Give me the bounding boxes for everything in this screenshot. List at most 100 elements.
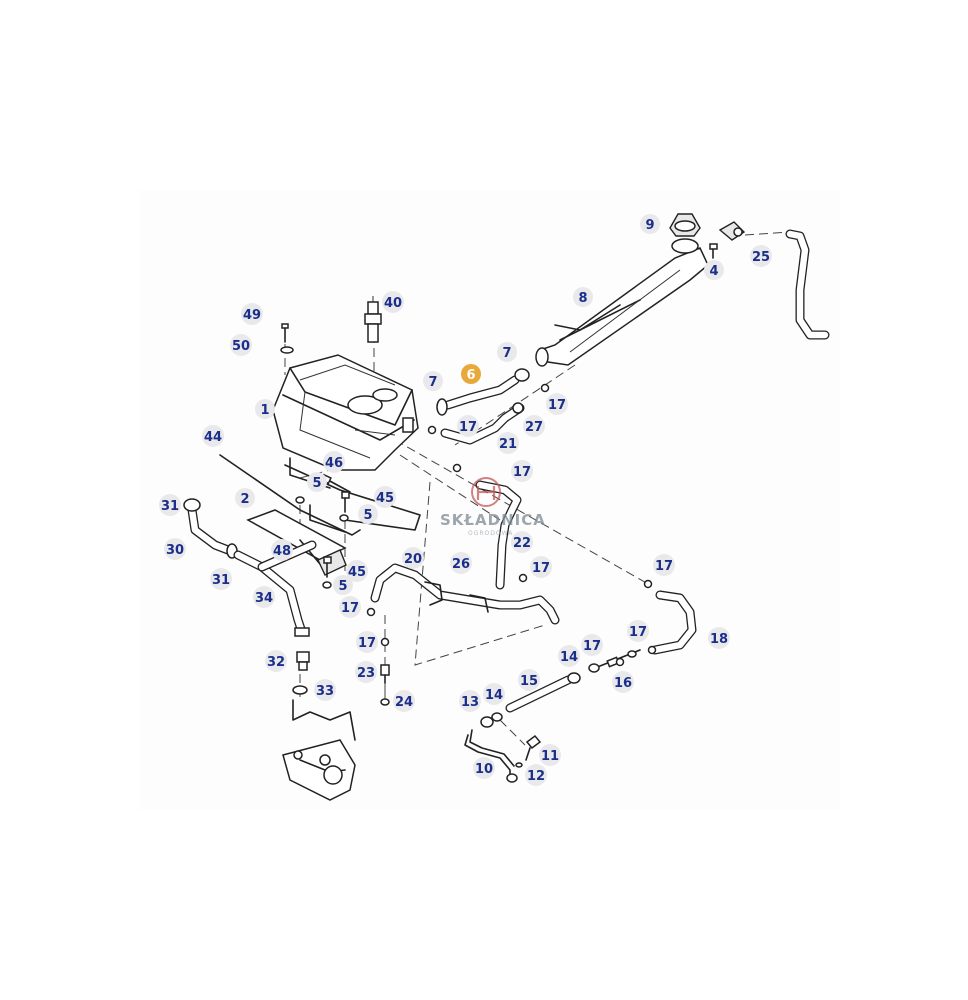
svg-text:8: 8 xyxy=(578,291,587,306)
label-7-b[interactable]: 7 xyxy=(497,342,517,362)
label-25[interactable]: 25 xyxy=(750,245,772,267)
label-5-c[interactable]: 5 xyxy=(333,575,353,595)
label-18[interactable]: 18 xyxy=(708,627,730,649)
label-30[interactable]: 30 xyxy=(164,538,186,560)
label-9[interactable]: 9 xyxy=(640,214,660,234)
diagram-background xyxy=(140,190,840,810)
bolt-4[interactable] xyxy=(709,243,718,259)
label-4[interactable]: 4 xyxy=(704,260,724,280)
screw-49[interactable] xyxy=(281,323,289,343)
nut-5-c[interactable] xyxy=(322,581,332,589)
label-17-b[interactable]: 17 xyxy=(546,393,568,415)
label-17-d[interactable]: 17 xyxy=(530,556,552,578)
fitting-13[interactable] xyxy=(480,716,494,728)
label-21[interactable]: 21 xyxy=(497,432,519,454)
label-7-a[interactable]: 7 xyxy=(423,371,443,391)
label-8[interactable]: 8 xyxy=(573,287,593,307)
hose-clamp-7-right[interactable] xyxy=(514,368,530,382)
watermark-name: SKŁADNICA xyxy=(440,511,546,529)
label-17-a[interactable]: 17 xyxy=(457,415,479,437)
fuel-hose-20[interactable] xyxy=(370,563,560,625)
hose-clip-26[interactable] xyxy=(424,581,489,613)
seal-ring-33[interactable] xyxy=(292,685,308,695)
svg-text:40: 40 xyxy=(384,296,402,311)
label-6-highlighted[interactable]: 6 xyxy=(461,364,481,384)
label-12[interactable]: 12 xyxy=(525,764,547,786)
label-26[interactable]: 26 xyxy=(450,552,472,574)
label-1[interactable]: 1 xyxy=(255,399,275,419)
vent-valve-25[interactable] xyxy=(718,221,746,241)
hose-clamp-31-upper[interactable] xyxy=(183,498,201,512)
label-17-f[interactable]: 17 xyxy=(339,596,361,618)
label-32[interactable]: 32 xyxy=(265,650,287,672)
label-49[interactable]: 49 xyxy=(241,303,263,325)
banjo-bolt-11[interactable] xyxy=(525,734,542,761)
label-17-c[interactable]: 17 xyxy=(511,460,533,482)
label-20[interactable]: 20 xyxy=(402,547,424,569)
fuel-sender-unit[interactable] xyxy=(364,296,382,343)
fitting-23[interactable] xyxy=(380,664,390,684)
mounting-bracket[interactable] xyxy=(246,509,347,576)
label-33[interactable]: 33 xyxy=(314,679,336,701)
hose-clamp-7-left[interactable] xyxy=(436,398,448,416)
svg-text:14: 14 xyxy=(560,650,578,665)
label-15[interactable]: 15 xyxy=(518,669,540,691)
label-17-h[interactable]: 17 xyxy=(581,634,603,656)
label-13[interactable]: 13 xyxy=(459,690,481,712)
filler-cap[interactable] xyxy=(669,213,701,237)
filler-neck[interactable] xyxy=(535,238,709,367)
label-23[interactable]: 23 xyxy=(355,661,377,683)
fuel-hose-30[interactable] xyxy=(187,505,233,555)
fuel-hose-18[interactable] xyxy=(650,590,697,655)
washer-50[interactable] xyxy=(280,346,294,354)
washer-24[interactable] xyxy=(380,698,390,706)
label-17-i[interactable]: 17 xyxy=(627,620,649,642)
label-5-a[interactable]: 5 xyxy=(307,472,327,492)
label-14-a[interactable]: 14 xyxy=(483,683,505,705)
label-11[interactable]: 11 xyxy=(539,744,561,766)
label-22[interactable]: 22 xyxy=(511,531,533,553)
hose-clips-17[interactable] xyxy=(366,383,657,667)
label-24[interactable]: 24 xyxy=(393,690,415,712)
engine-block xyxy=(282,699,356,801)
vent-hose[interactable] xyxy=(785,229,830,340)
label-16[interactable]: 16 xyxy=(612,671,634,693)
label-34[interactable]: 34 xyxy=(253,586,275,608)
svg-text:4: 4 xyxy=(709,264,718,279)
label-48[interactable]: 48 xyxy=(271,539,293,561)
label-27[interactable]: 27 xyxy=(523,415,545,437)
bolt-45-lower[interactable] xyxy=(323,556,332,578)
svg-text:15: 15 xyxy=(520,674,538,689)
label-40[interactable]: 40 xyxy=(382,291,404,313)
fuel-hose-22[interactable] xyxy=(475,480,522,590)
svg-text:26: 26 xyxy=(452,557,470,572)
fuel-tank[interactable] xyxy=(272,354,419,471)
label-31-b[interactable]: 31 xyxy=(210,568,232,590)
clip-27[interactable] xyxy=(512,402,524,414)
label-2[interactable]: 2 xyxy=(235,488,255,508)
label-45-a[interactable]: 45 xyxy=(374,486,396,508)
filler-hose-6[interactable] xyxy=(443,375,520,410)
fitting-32[interactable] xyxy=(296,651,310,671)
label-17-e[interactable]: 17 xyxy=(653,554,675,576)
label-46[interactable]: 46 xyxy=(323,451,345,473)
label-44[interactable]: 44 xyxy=(202,425,224,447)
label-45-b[interactable]: 45 xyxy=(346,560,368,582)
label-17-g[interactable]: 17 xyxy=(356,631,378,653)
bolt-45-upper[interactable] xyxy=(341,491,350,513)
fitting-14-lower[interactable] xyxy=(491,712,503,722)
breather-hose-21[interactable] xyxy=(440,403,525,445)
label-50[interactable]: 50 xyxy=(230,334,252,356)
nut-5-a[interactable] xyxy=(295,496,305,504)
washer-12[interactable] xyxy=(515,762,523,768)
label-5-b[interactable]: 5 xyxy=(358,504,378,524)
fuel-line-15[interactable] xyxy=(505,672,581,713)
fuel-pipe-10[interactable] xyxy=(464,729,518,783)
label-10[interactable]: 10 xyxy=(473,757,495,779)
label-31-a[interactable]: 31 xyxy=(159,494,181,516)
nut-5-b[interactable] xyxy=(339,514,349,522)
fitting-14-upper[interactable] xyxy=(588,663,600,673)
label-14-b[interactable]: 14 xyxy=(558,645,580,667)
